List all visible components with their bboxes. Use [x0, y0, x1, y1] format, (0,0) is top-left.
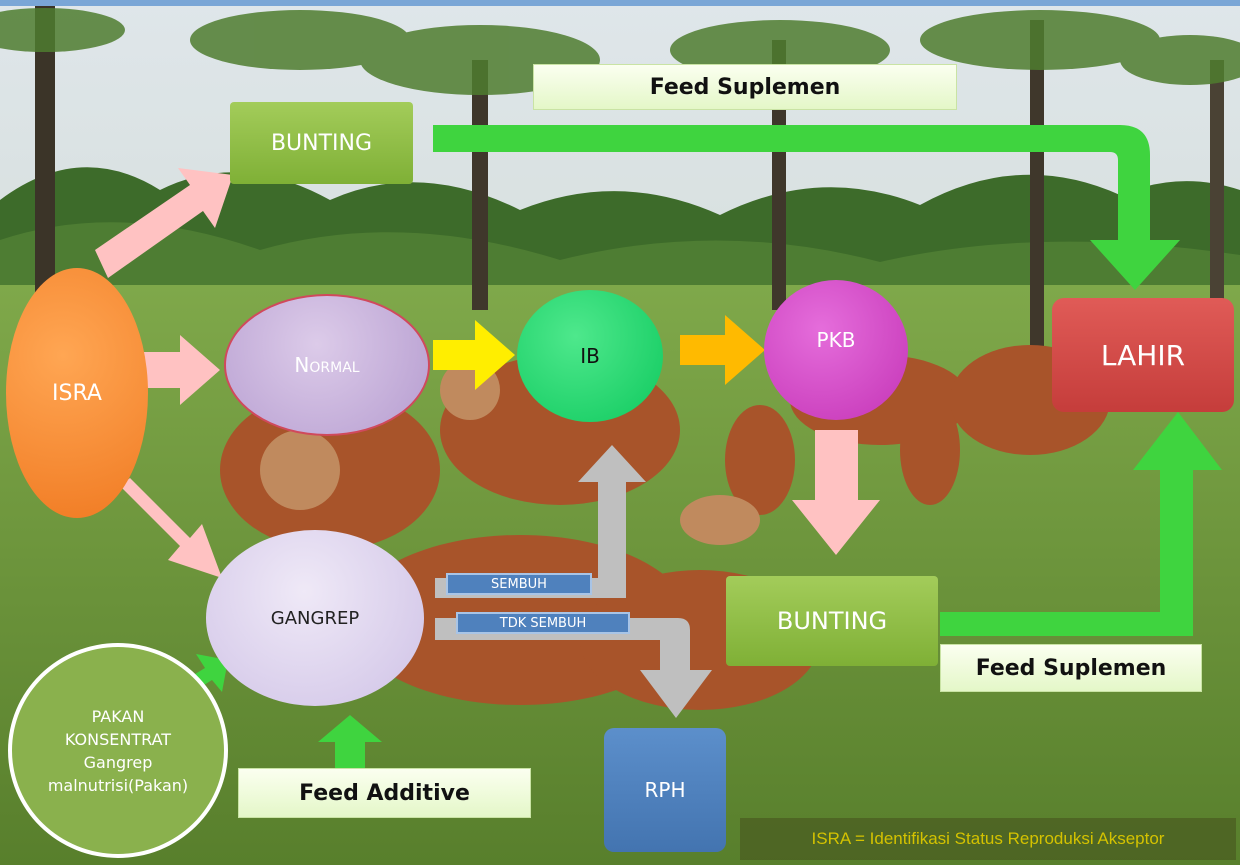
normal-node: Normal [224, 294, 430, 436]
arrow-isra-to-bunting [95, 168, 233, 278]
pkb-label: PKB [816, 328, 856, 352]
arrow-ib-to-pkb [680, 315, 765, 385]
footnote-text: ISRA = Identifikasi Status Reproduksi Ak… [811, 829, 1165, 848]
feed-additive-label: Feed Additive [238, 768, 531, 818]
bunting-bottom-node: BUNTING [726, 576, 938, 666]
bunting-top-label: BUNTING [270, 130, 373, 156]
tdk-sembuh-text: TDK SEMBUH [499, 615, 587, 631]
sembuh-label: SEMBUH [446, 573, 592, 595]
arrow-isra-to-gangrep [120, 478, 222, 578]
arrow-feed-additive-to-gangrep [318, 715, 382, 768]
normal-label: Normal [294, 353, 360, 377]
feed-additive-text: Feed Additive [299, 780, 470, 806]
pakan-label: PAKAN KONSENTRAT Gangrep malnutrisi(Paka… [47, 706, 189, 795]
feed-suplemen-bottom-text: Feed Suplemen [975, 655, 1167, 681]
rph-label: RPH [644, 778, 686, 802]
bunting-top-node: BUNTING [230, 102, 413, 184]
arrow-bunting-bottom-to-lahir [940, 412, 1222, 636]
gangrep-node: GANGREP [206, 530, 424, 706]
ib-label: IB [580, 344, 600, 368]
footnote: ISRA = Identifikasi Status Reproduksi Ak… [740, 818, 1236, 860]
lahir-label: LAHIR [1100, 338, 1186, 372]
arrow-isra-to-normal [140, 335, 220, 405]
pakan-node: PAKAN KONSENTRAT Gangrep malnutrisi(Paka… [8, 643, 228, 858]
isra-label: ISRA [52, 380, 102, 406]
arrow-bunting-to-lahir [433, 125, 1180, 290]
arrow-pkb-to-bunting [792, 430, 880, 555]
ib-node: IB [517, 290, 663, 422]
arrow-normal-to-ib [433, 320, 515, 390]
bunting-bottom-label: BUNTING [776, 607, 888, 635]
feed-suplemen-bottom-label: Feed Suplemen [940, 644, 1202, 692]
rph-node: RPH [604, 728, 726, 852]
tdk-sembuh-label: TDK SEMBUH [456, 612, 630, 634]
lahir-node: LAHIR [1052, 298, 1234, 412]
feed-suplemen-top-label: Feed Suplemen [533, 64, 957, 110]
sembuh-text: SEMBUH [491, 576, 547, 592]
isra-node: ISRA [6, 268, 148, 518]
feed-suplemen-top-text: Feed Suplemen [649, 74, 841, 100]
gangrep-label: GANGREP [270, 607, 360, 629]
pkb-node: PKB [764, 280, 908, 420]
